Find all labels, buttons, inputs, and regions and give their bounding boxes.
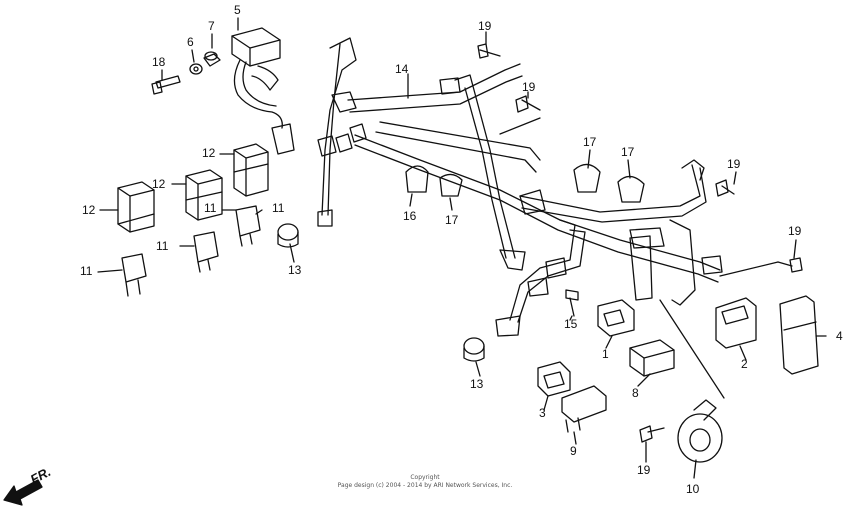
callout-11-c: 11: [156, 239, 169, 253]
callout-17-b: 17: [583, 135, 597, 149]
callout-16: 16: [403, 209, 417, 223]
callout-14: 14: [395, 62, 409, 76]
callout-13-b: 13: [470, 377, 484, 391]
callout-3: 3: [539, 406, 546, 420]
callout-19-a: 19: [478, 19, 492, 33]
callout-10: 10: [686, 482, 700, 496]
callout-19-d: 19: [788, 224, 802, 238]
wire-harness-frame: [317, 37, 723, 337]
callout-12-a: 12: [202, 146, 216, 160]
callout-17-a: 17: [445, 213, 459, 227]
callout-12-b: 12: [152, 177, 166, 191]
callout-7: 7: [208, 19, 215, 33]
callout-5: 5: [234, 3, 241, 17]
callout-13-a: 13: [288, 263, 302, 277]
callout-6: 6: [187, 35, 194, 49]
relay-group-12: [117, 143, 269, 233]
copyright-line-1: Copyright: [410, 474, 440, 481]
callout-12-c: 12: [82, 203, 96, 217]
connector-group-11: [121, 205, 261, 297]
callout-9: 9: [570, 444, 577, 458]
callout-1: 1: [602, 347, 609, 361]
callout-4: 4: [836, 329, 843, 343]
copyright-line-2: Page design (c) 2004 - 2014 by ARI Netwo…: [337, 482, 513, 489]
relay-with-cable: [231, 27, 295, 155]
callout-11-b: 11: [204, 201, 217, 215]
callout-17-c: 17: [621, 145, 635, 159]
callout-15: 15: [564, 317, 578, 331]
callout-19-e: 19: [637, 463, 651, 477]
callout-19-b: 19: [522, 80, 536, 94]
callout-18: 18: [152, 55, 166, 69]
callout-11-a: 11: [272, 201, 285, 215]
callout-8: 8: [632, 386, 639, 400]
callout-19-c: 19: [727, 157, 741, 171]
callout-2: 2: [741, 357, 748, 371]
callout-11-d: 11: [80, 264, 93, 278]
